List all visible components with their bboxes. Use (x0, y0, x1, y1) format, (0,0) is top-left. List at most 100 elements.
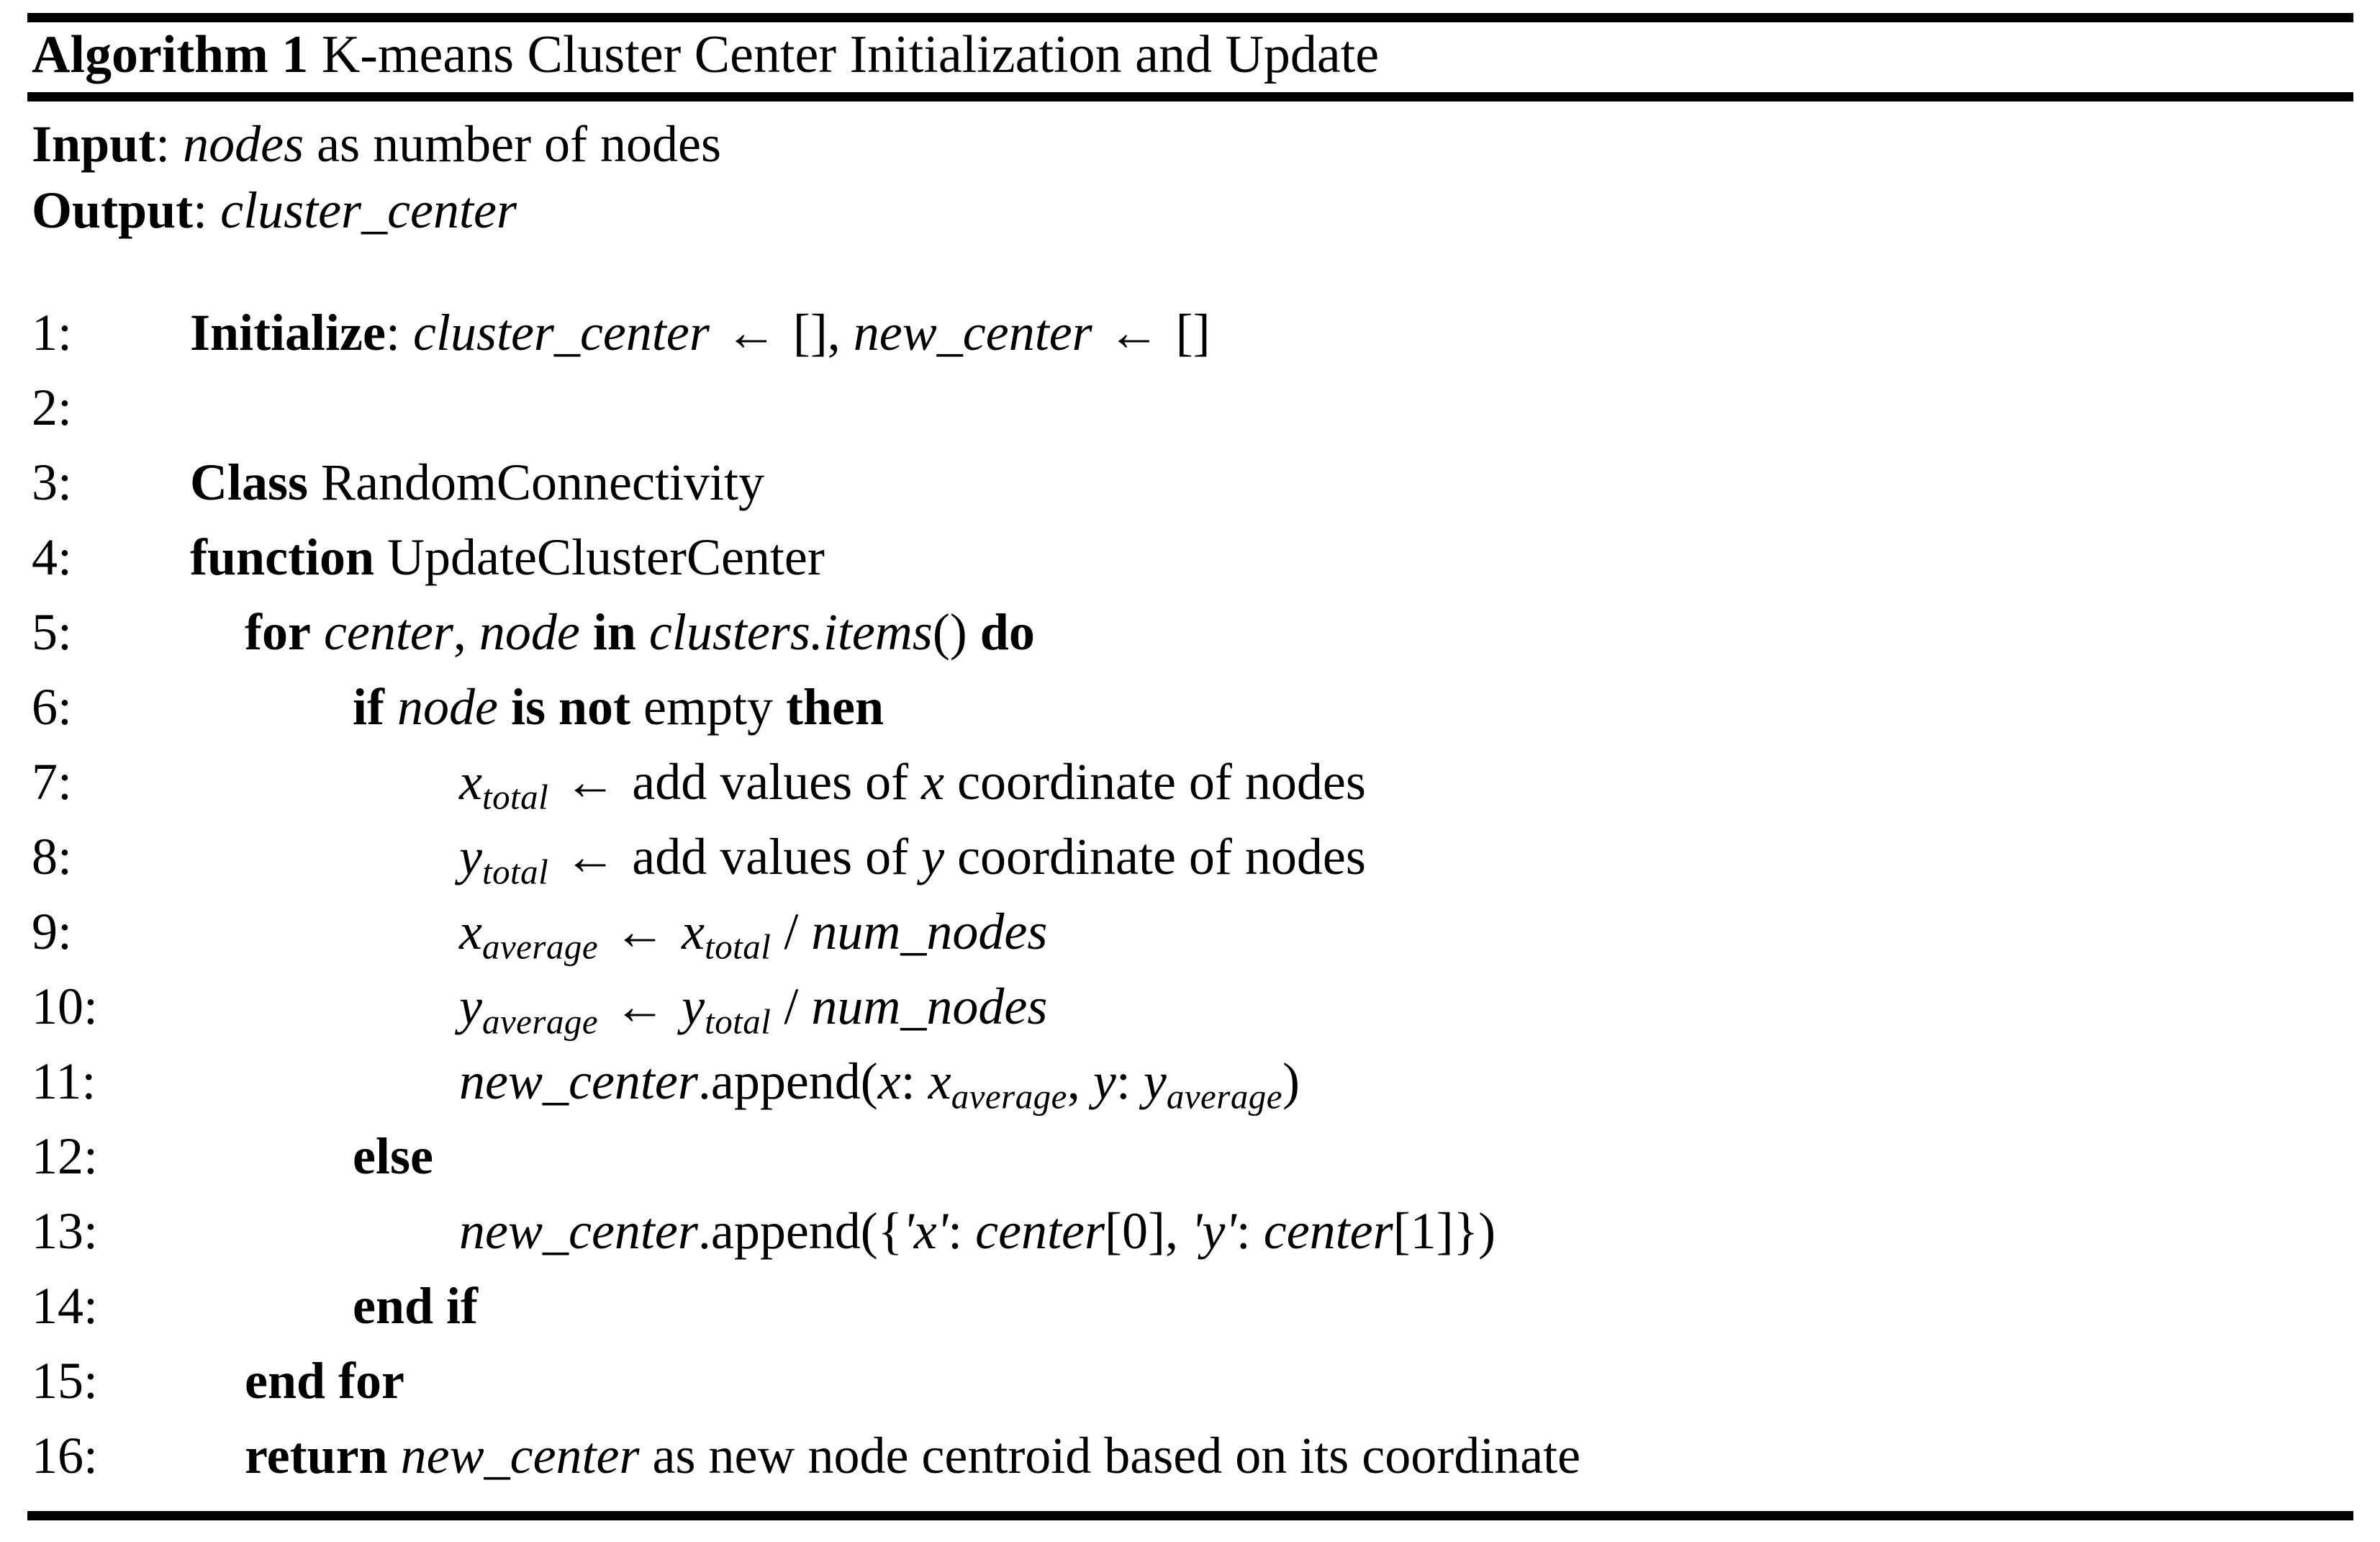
step-token: x (682, 902, 705, 960)
title-separator-rule (27, 91, 2353, 102)
step-token: center (323, 603, 453, 661)
step-token: function (190, 528, 375, 586)
input-separator: : (155, 114, 184, 173)
step-token: [] (1175, 303, 1211, 361)
step-token: as new node centroid based on its coordi… (639, 1426, 1581, 1484)
step-content: end if (137, 1279, 2349, 1333)
step-number: 11: (32, 1052, 96, 1110)
step-token: Initialize (190, 303, 386, 361)
step-number: 10: (32, 977, 99, 1035)
step-token: [], (792, 303, 854, 361)
step-token: : (948, 1201, 976, 1260)
output-separator: : (193, 181, 221, 239)
step-number: 3: (32, 453, 73, 511)
step-token: average (951, 1076, 1067, 1117)
step-number: 6: (32, 677, 73, 736)
step-token: : (900, 1052, 928, 1110)
step-token: num_nodes (811, 977, 1048, 1035)
step-token: add values of (632, 752, 922, 811)
step-token: , (1067, 1052, 1093, 1110)
step-token: y (1092, 1052, 1116, 1110)
step-token: 'y' (1190, 1201, 1236, 1260)
algorithm-step: 11: new_center.append(x: xaverage, y: yav… (32, 1052, 2349, 1130)
step-token: .append({ (697, 1201, 903, 1260)
step-token: .append( (697, 1052, 878, 1110)
step-token: : (1236, 1201, 1264, 1260)
output-label: Output (32, 181, 194, 239)
step-number: 13: (32, 1201, 99, 1260)
step-number: 15: (32, 1351, 99, 1410)
step-token: coordinate of nodes (944, 752, 1366, 811)
step-content: return new_center as new node centroid b… (137, 1426, 2349, 1484)
algorithm-step: 7:xtotal ← add values of x coordinate of… (32, 752, 2349, 830)
io-steps-spacer (27, 244, 2353, 306)
step-token: new_center (853, 303, 1092, 361)
step-token: new_center (459, 1052, 698, 1110)
step-token: add values of (632, 827, 922, 885)
step-token: node (479, 603, 580, 661)
step-content: xaverage ← xtotal / num_nodes (137, 902, 2349, 965)
algorithm-step: 5:for center, node in clusters.items() d… (32, 605, 2349, 680)
step-token: center (1263, 1201, 1393, 1260)
step-token: x (928, 1052, 951, 1110)
step-token: do (979, 603, 1035, 661)
input-rest: as number of nodes (304, 114, 721, 173)
step-token: ← (551, 752, 630, 811)
step-number: 9: (32, 902, 73, 960)
step-token: , (453, 603, 479, 661)
step-token: / (771, 902, 812, 960)
step-token: [0], (1105, 1201, 1191, 1260)
step-token: / (771, 977, 812, 1035)
step-token: new_center (400, 1426, 640, 1484)
step-content: else (137, 1127, 2349, 1185)
step-token: x (459, 752, 482, 811)
step-content: for center, node in clusters.items() do (137, 605, 2349, 659)
step-token: node (397, 677, 498, 736)
step-number: 4: (32, 528, 73, 586)
step-token (311, 603, 324, 661)
step-content: Class RandomConnectivity (137, 455, 2349, 509)
step-token: return (245, 1426, 388, 1484)
step-token: is not (510, 677, 630, 736)
step-token: x (877, 1052, 901, 1110)
algorithm-step: 4: function UpdateClusterCenter (32, 528, 2349, 605)
step-content: xtotal ← add values of x coordinate of n… (137, 752, 2349, 817)
step-token: total (481, 852, 549, 892)
step-token: for (245, 603, 311, 661)
step-token: [1]}) (1393, 1201, 1496, 1260)
step-content: new_center.append({'x': center[0], 'y': … (137, 1204, 2349, 1258)
algorithm-step: 3: Class RandomConnectivity (32, 453, 2349, 531)
step-number: 12: (32, 1127, 99, 1185)
step-token: num_nodes (811, 902, 1048, 960)
step-number: 14: (32, 1276, 99, 1335)
output-variable: cluster_center (220, 181, 517, 239)
step-content: ytotal ← add values of y coordinate of n… (137, 827, 2349, 892)
input-line: Input: nodes as number of nodes (32, 112, 2349, 178)
step-token (967, 603, 980, 661)
step-token: UpdateClusterCenter (374, 528, 825, 586)
step-token: else (353, 1127, 433, 1185)
input-variable: nodes (183, 114, 304, 173)
step-token: new_center (459, 1201, 698, 1260)
step-token: () (932, 603, 967, 661)
algorithm-block: Algorithm 1 K-means Cluster Center Initi… (27, 13, 2353, 1520)
step-number: 16: (32, 1426, 99, 1484)
step-token: empty (630, 677, 786, 736)
step-content: yaverage ← ytotal / num_nodes (137, 977, 2349, 1040)
step-token: if (353, 677, 384, 736)
step-token: y (459, 827, 482, 885)
algorithm-step: 13:new_center.append({'x': center[0], 'y… (32, 1204, 2349, 1279)
step-content: function UpdateClusterCenter (137, 528, 2349, 586)
step-content: if node is not empty then (137, 680, 2349, 734)
step-content: Initialize: cluster_center ← [], new_cen… (137, 303, 2349, 361)
algorithm-step: 8:ytotal ← add values of y coordinate of… (32, 827, 2349, 905)
io-block: Input: nodes as number of nodes Output: … (27, 102, 2353, 244)
step-token: ← (551, 827, 630, 885)
algorithm-step: 9: xaverage ← xtotal / num_nodes (32, 902, 2349, 980)
algorithm-title-text: K-means Cluster Center Initialization an… (321, 25, 1380, 84)
algorithm-step: 12: else (32, 1127, 2349, 1204)
step-token: x (921, 752, 945, 811)
step-token (498, 678, 511, 736)
step-token: total (481, 777, 549, 817)
step-content: new_center.append(x: xaverage, y: yavera… (137, 1052, 2349, 1117)
